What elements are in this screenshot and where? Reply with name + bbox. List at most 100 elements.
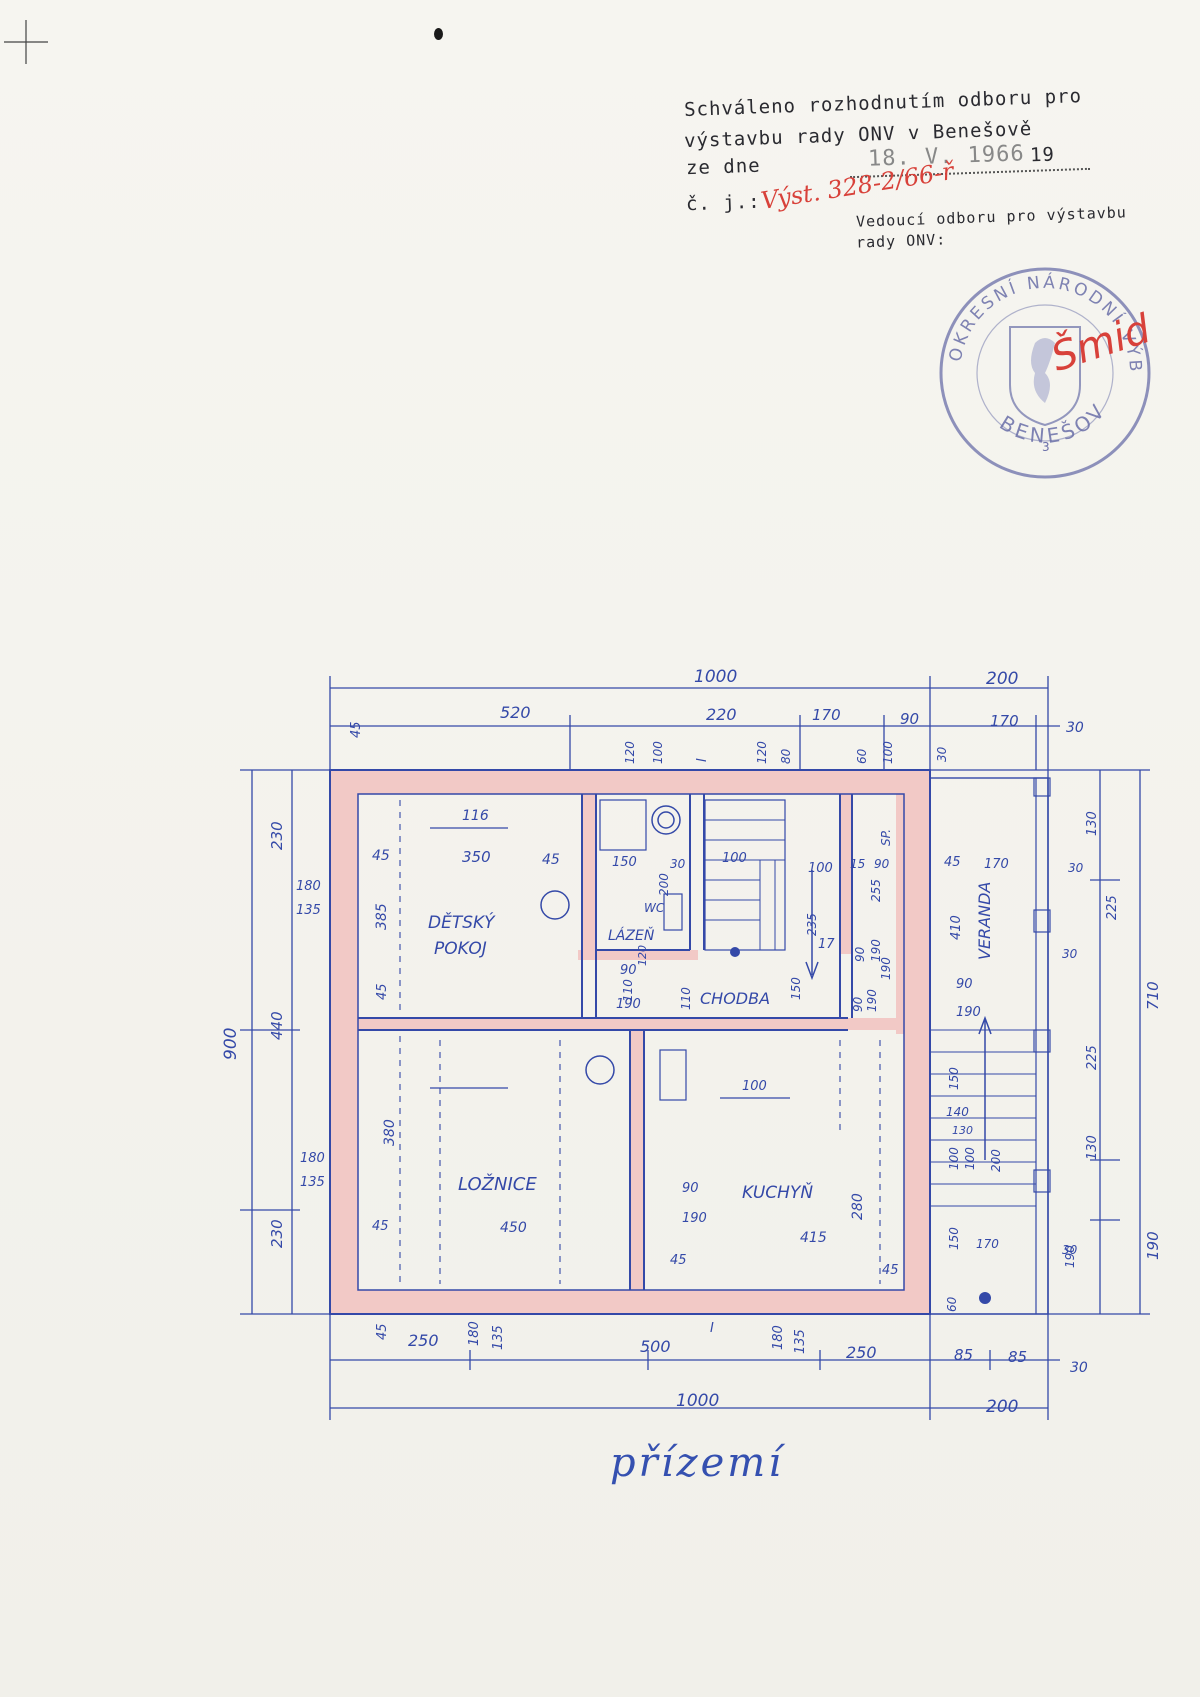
dim-130v: 130 (952, 1124, 973, 1137)
dim-bottom-180a: 180 (467, 1321, 482, 1346)
dim-top-220: 220 (706, 705, 737, 724)
dim-410: 410 (949, 915, 964, 940)
dim-top-170a: 170 (812, 706, 841, 724)
room-label-veranda: VERANDA (975, 882, 994, 960)
room-label-detsky-1: DĚTSKÝ (428, 911, 496, 933)
dim-235: 235 (805, 913, 819, 936)
dim-45k2: 45 (882, 1263, 899, 1278)
dim-100a: 100 (722, 851, 747, 866)
dim-120b: 120 (755, 741, 769, 764)
dim-right-130a: 130 (1085, 811, 1100, 836)
dim-385: 385 (374, 903, 390, 930)
official-seal-icon: OKRESNÍ NÁRODNÍ VÝBOR BENEŠOV 3 Šmid (930, 255, 1157, 479)
dim-bottom-500: 500 (640, 1337, 671, 1356)
dim-120w: 120 (636, 945, 649, 966)
dim-left-440: 440 (268, 1011, 286, 1040)
dim-90a: 90 (874, 857, 890, 871)
dim-45r: 45 (944, 855, 961, 870)
dim-190v: 190 (956, 1005, 981, 1020)
room-label-sp: SP. (879, 829, 893, 846)
dim-350: 350 (462, 848, 491, 866)
room-label-loznice: LOŽNICE (458, 1173, 537, 1195)
room-label-chodba: CHODBA (700, 989, 770, 1008)
dim-190k: 190 (682, 1211, 707, 1226)
dim-90b: 90 (620, 963, 637, 978)
dim-right-225a: 225 (1105, 895, 1120, 920)
dim-415: 415 (800, 1230, 827, 1246)
dim-110b: 110 (621, 979, 635, 1002)
room-label-lazen: LÁZEŇ (608, 926, 655, 944)
dim-200: 200 (657, 873, 671, 896)
dim-190w: 190 (865, 989, 879, 1012)
bathtub-icon (599, 799, 647, 851)
dim-90k: 90 (682, 1181, 699, 1196)
dim-top-right: 200 (986, 669, 1018, 689)
dim-150b: 150 (789, 977, 803, 1000)
ink-spot (434, 28, 443, 40)
dim-150v2: 150 (947, 1227, 961, 1250)
dim-left-45: 45 (349, 721, 364, 738)
dim-380: 380 (382, 1119, 398, 1146)
dim-90w: 90 (851, 996, 865, 1012)
dim-left-230a: 230 (268, 821, 286, 850)
dim-80: 80 (779, 748, 793, 764)
dim-100c: 100 (651, 741, 665, 764)
dim-top-90: 90 (900, 710, 919, 728)
dim-left-180b: 180 (300, 1151, 325, 1166)
dim-45b: 45 (542, 852, 560, 868)
section-mark-top: I (695, 758, 710, 762)
dim-45c: 45 (375, 983, 390, 1000)
room-label-detsky-2: POKOJ (434, 939, 487, 959)
dim-bottom-85b: 85 (1008, 1348, 1027, 1366)
dim-bottom-135a: 135 (491, 1325, 506, 1350)
dim-60: 60 (855, 748, 869, 764)
dim-bottom-85a: 85 (954, 1346, 973, 1364)
dim-17: 17 (818, 937, 835, 952)
sink-icon (663, 893, 683, 931)
dim-top-total: 1000 (694, 667, 737, 687)
dim-150: 150 (612, 855, 637, 870)
dim-170v: 170 (984, 857, 1009, 872)
dim-45k: 45 (670, 1253, 687, 1268)
dim-15: 15 (850, 857, 865, 871)
dim-170v2: 170 (976, 1237, 999, 1251)
dim-bottom-30: 30 (1070, 1360, 1088, 1376)
dim-right-30b: 30 (1062, 947, 1078, 961)
dim-right-130b: 130 (1085, 1135, 1100, 1160)
dim-bottom-45: 45 (375, 1323, 390, 1340)
dim-110: 110 (679, 987, 693, 1010)
dim-right-30a: 30 (1068, 861, 1084, 875)
dim-100v: 100 (947, 1147, 961, 1170)
dim-60v: 60 (945, 1296, 959, 1312)
seal-number: 3 (1042, 440, 1050, 454)
dim-left-180a: 180 (296, 879, 321, 894)
dim-120a: 120 (623, 741, 637, 764)
dim-bottom-180b: 180 (771, 1325, 786, 1350)
dim-top-170b: 170 (990, 712, 1019, 730)
dim-right-190: 190 (1144, 1231, 1162, 1260)
dim-190b: 190 (879, 957, 893, 980)
stove-icon-2 (585, 1055, 615, 1085)
dim-45a: 45 (372, 848, 390, 864)
dim-200v: 200 (989, 1149, 1003, 1172)
dim-140: 140 (946, 1105, 969, 1119)
dim-top-30: 30 (1066, 720, 1084, 736)
dim-bottom-250a: 250 (408, 1331, 439, 1350)
dim-450: 450 (500, 1220, 527, 1236)
room-label-wc: WC (644, 901, 665, 915)
dim-left-135b: 135 (300, 1175, 325, 1190)
dim-100b: 100 (808, 861, 833, 876)
dim-190x: 190 (869, 939, 883, 962)
dim-right-190b: 190 (1063, 1245, 1077, 1268)
dim-right-710: 710 (1144, 981, 1162, 1010)
dim-45l: 45 (372, 1219, 389, 1234)
registration-cross-icon (4, 20, 48, 64)
dim-90v: 90 (956, 977, 973, 992)
dim-116: 116 (462, 808, 489, 824)
dim-100d: 100 (881, 741, 895, 764)
dim-150v: 150 (947, 1067, 961, 1090)
dim-255: 255 (869, 879, 883, 902)
dim-100k: 100 (742, 1079, 767, 1094)
dim-30: 30 (670, 857, 686, 871)
